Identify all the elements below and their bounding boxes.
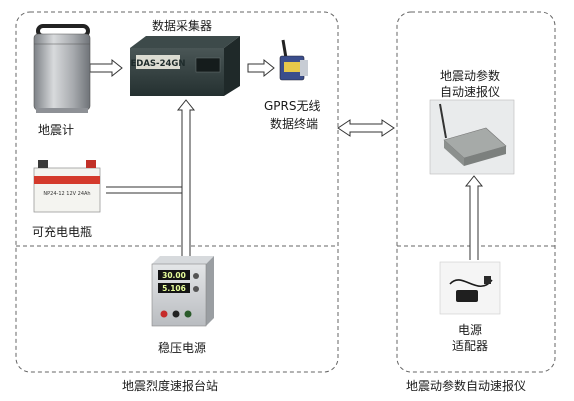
seismometer-device	[33, 24, 91, 113]
regulator-display-top: 30.00	[162, 271, 186, 280]
acquisition-device-model: EDAS-24GN	[130, 59, 185, 69]
arrow-regulator-to-acquisition	[176, 99, 196, 258]
reporter-region-border	[396, 11, 556, 373]
adapter-label-line1: 电源	[458, 323, 483, 337]
reporter-region-caption: 地震动参数自动速报仪	[406, 379, 527, 393]
battery-power-line	[106, 186, 182, 194]
battery-label: 可充电电瓶	[32, 225, 93, 239]
arrow-adapter-to-reporter	[464, 175, 484, 260]
regulator-label: 稳压电源	[158, 341, 207, 355]
acquisition-device: EDAS-24GN	[130, 36, 240, 96]
arrow-gprs-reporter-bidirectional	[337, 119, 395, 137]
arrow-seismometer-to-acquisition	[89, 58, 123, 78]
connectors	[89, 58, 484, 260]
gprs-label-line2: 数据终端	[270, 117, 319, 131]
station-region-border	[15, 11, 339, 373]
reporter-label-line1: 地震动参数	[440, 69, 501, 83]
gprs-device	[279, 39, 308, 81]
station-region	[15, 11, 339, 373]
regulator-device: 30.00 5.106	[151, 256, 214, 327]
regulator-display-bottom: 5.106	[162, 284, 186, 293]
reporter-label-line2: 自动速报仪	[440, 85, 501, 99]
battery-device-spec: NP24-12 12V 24Ah	[43, 191, 90, 197]
adapter-device	[439, 261, 501, 315]
arrow-acquisition-to-gprs	[247, 58, 275, 78]
gprs-label-line1: GPRS无线	[264, 99, 321, 113]
adapter-label-line2: 适配器	[452, 339, 489, 353]
seismometer-label: 地震计	[38, 123, 75, 137]
battery-device: NP24-12 12V 24Ah	[33, 160, 101, 213]
reporter-device	[429, 99, 515, 175]
acquisition-label: 数据采集器	[152, 19, 213, 33]
station-region-caption: 地震烈度速报台站	[122, 379, 219, 393]
